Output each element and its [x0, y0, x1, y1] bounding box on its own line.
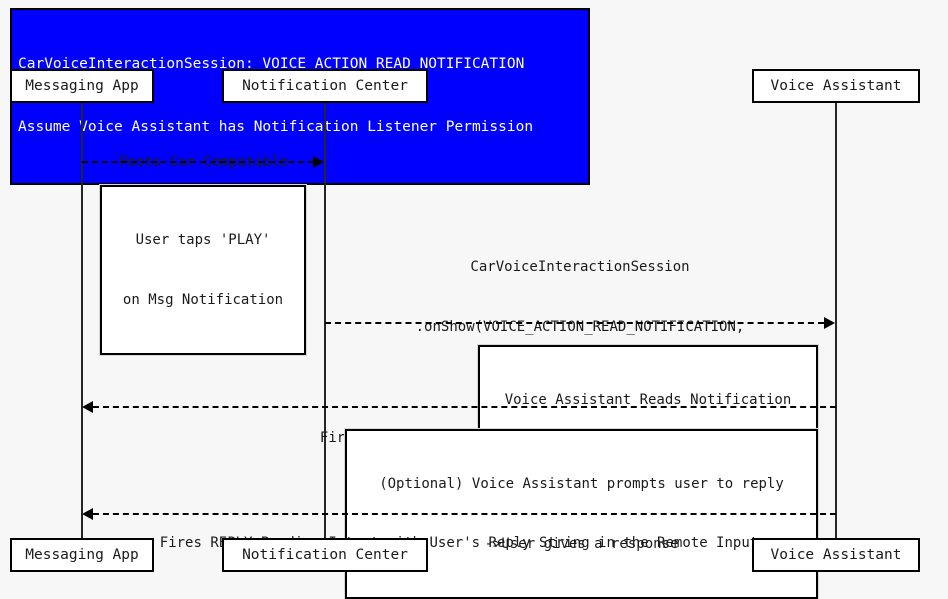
note-line-2: on Msg Notification	[122, 292, 284, 308]
arrowhead-on-show	[824, 317, 835, 329]
message-arrow-fires-mark-as-read-pending-intent	[93, 406, 836, 408]
message-arrow-fires-reply-pending-intent	[93, 513, 836, 515]
lifeline-messaging-app	[81, 103, 83, 540]
participant-notification-center-bottom[interactable]: Notification Center	[222, 538, 428, 572]
message-label-line-2: .onShow(VOICE_ACTION_READ_NOTIFICATION,	[415, 319, 745, 335]
message-arrow-on-show	[325, 322, 824, 324]
lifeline-voice-assistant	[835, 103, 837, 540]
note-line-1: User taps 'PLAY'	[135, 232, 271, 248]
diagram-title-line-2: Assume Voice Assistant has Notification …	[18, 119, 534, 135]
diagram-title-line-1: CarVoiceInteractionSession: VOICE_ACTION…	[18, 56, 525, 72]
message-arrow-posts-car-compatible-messaging-notification	[82, 161, 314, 163]
arrowhead-fires-reply-pending-intent	[82, 508, 93, 520]
message-label-line-1: Fires REPLY Pending Intent with User's R…	[159, 535, 759, 551]
note-line-1: (Optional) Voice Assistant prompts user …	[379, 476, 784, 492]
note-line-1: Voice Assistant Reads Notification	[504, 392, 792, 408]
message-label-line-1: CarVoiceInteractionSession	[470, 259, 690, 275]
participant-messaging-app-bottom[interactable]: Messaging App	[10, 538, 154, 572]
note-user-taps-play: User taps 'PLAY' on Msg Notification	[99, 184, 307, 356]
arrowhead-posts-car-compatible-messaging-notification	[313, 156, 324, 168]
message-label-fires-reply-pending-intent: Fires REPLY Pending Intent with User's R…	[82, 493, 836, 593]
participant-voice-assistant-top[interactable]: Voice Assistant	[752, 69, 920, 103]
participant-notification-center-top[interactable]: Notification Center	[222, 69, 428, 103]
note-line-2: ->User gives a response	[484, 536, 679, 552]
arrowhead-fires-mark-as-read-pending-intent	[82, 401, 93, 413]
participant-messaging-app-top[interactable]: Messaging App	[10, 69, 154, 103]
lifeline-notification-center	[324, 103, 326, 540]
participant-voice-assistant-bottom[interactable]: Voice Assistant	[752, 538, 920, 572]
